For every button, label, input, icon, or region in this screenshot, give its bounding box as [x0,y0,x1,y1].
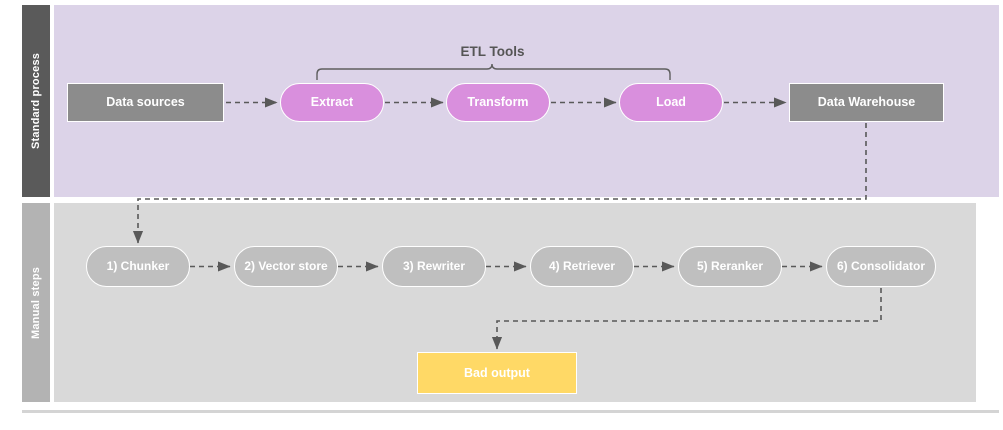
node-bad-output[interactable]: Bad output [417,352,577,394]
etl-tools-label: ETL Tools [460,44,525,59]
lane-label-standard-process: Standard process [22,5,50,197]
node-reranker[interactable]: 5) Reranker [678,246,782,287]
node-vector-store[interactable]: 2) Vector store [234,246,338,287]
node-transform[interactable]: Transform [446,83,550,122]
node-chunker[interactable]: 1) Chunker [86,246,190,287]
node-rewriter[interactable]: 3) Rewriter [382,246,486,287]
bottom-divider [22,410,999,413]
node-extract[interactable]: Extract [280,83,384,122]
node-retriever[interactable]: 4) Retriever [530,246,634,287]
node-data-warehouse[interactable]: Data Warehouse [789,83,944,122]
node-consolidator[interactable]: 6) Consolidator [826,246,936,287]
lane-label-manual-steps: Manual steps [22,203,50,402]
node-load[interactable]: Load [619,83,723,122]
node-data-sources[interactable]: Data sources [67,83,224,122]
